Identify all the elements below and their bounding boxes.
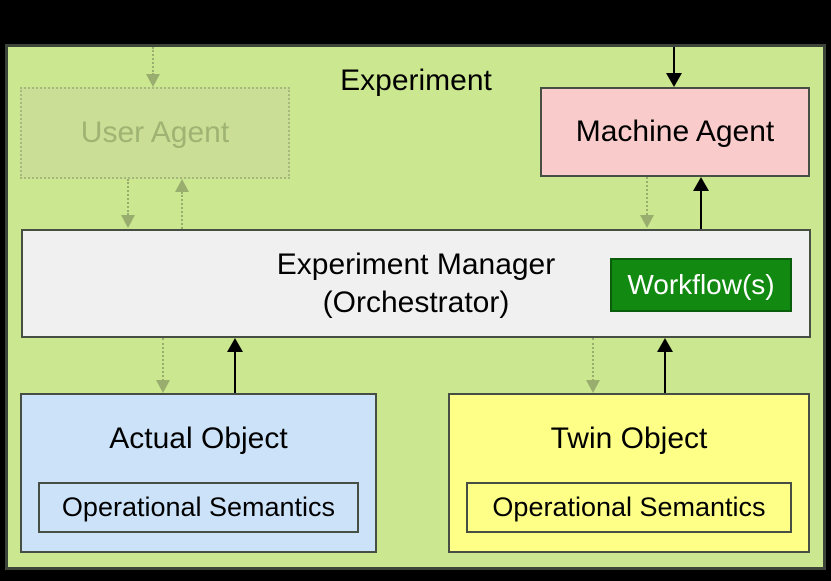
arrow-manager-to-machine-agent-head [693,177,709,191]
actual-object-label: Actual Object [109,422,288,455]
machine-agent-label: Machine Agent [575,115,775,148]
experiment-manager-title: Experiment Manager [276,247,556,281]
arrow-user-agent-to-manager-line [127,179,129,215]
arrow-manager-to-user-agent-line [181,192,183,229]
arrow-machine-agent-to-manager-line [646,177,648,215]
actual-operational-semantics-box: Operational Semantics [38,482,359,533]
arrow-actual-object-to-manager-head [227,338,243,352]
user-agent-label: User Agent [80,116,230,149]
actual-operational-semantics-label: Operational Semantics [61,492,336,522]
arrow-twin-object-to-manager-head [657,338,673,352]
arrow-external-to-machine-agent-head [666,73,682,87]
twin-object-label: Twin Object [550,422,708,455]
experiment-manager-subtitle: (Orchestrator) [322,285,510,319]
arrow-manager-to-actual-object-head [156,380,170,393]
user-agent-node: User Agent [20,87,290,179]
arrow-manager-to-twin-object-head [586,380,600,393]
workflow-badge: Workflow(s) [610,258,792,312]
arrow-manager-to-actual-object-line [162,338,164,381]
twin-operational-semantics-box: Operational Semantics [466,482,792,533]
arrow-twin-object-to-manager-line [664,352,666,393]
arrow-external-to-user-agent-line [152,47,154,75]
arrow-actual-object-to-manager-line [234,352,236,393]
workflow-label: Workflow(s) [627,269,775,300]
arrow-manager-to-twin-object-line [592,338,594,381]
arrow-external-to-user-agent-head [146,74,160,87]
arrow-manager-to-machine-agent-line [700,191,702,229]
arrow-external-to-machine-agent-line [673,47,675,73]
arrow-user-agent-to-manager-head [121,215,135,228]
twin-operational-semantics-label: Operational Semantics [492,492,766,522]
actual-object-node: Actual Object Operational Semantics [20,393,377,553]
machine-agent-node: Machine Agent [540,87,810,177]
experiment-container-label: Experiment [340,64,492,97]
arrow-machine-agent-to-manager-head [640,215,654,228]
twin-object-node: Twin Object Operational Semantics [448,393,810,553]
arrow-manager-to-user-agent-head [175,179,189,192]
